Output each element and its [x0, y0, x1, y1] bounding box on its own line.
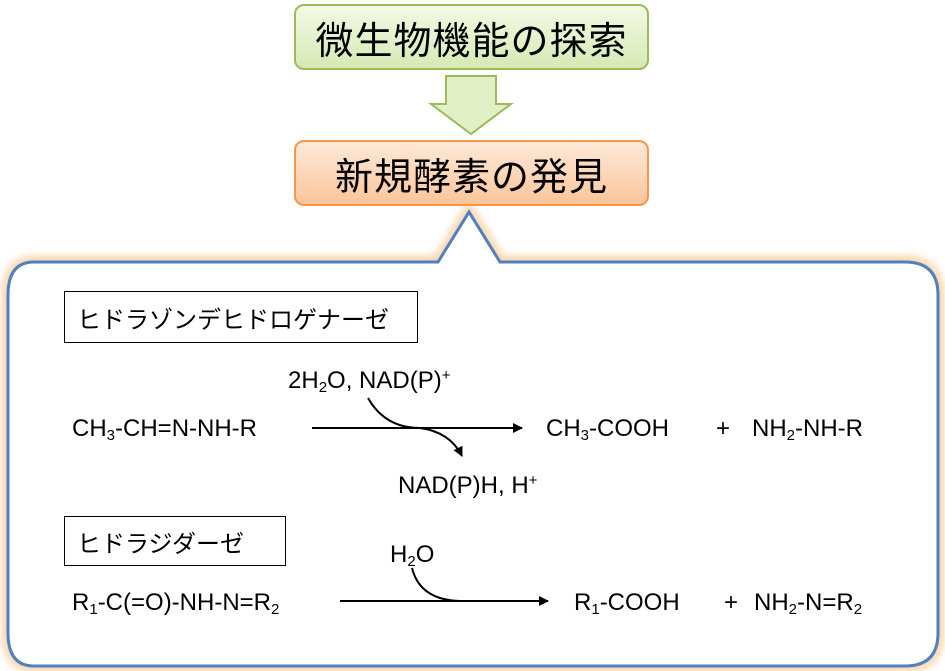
step-microbial-function-search: 微生物機能の探索 [294, 4, 649, 70]
enzyme2-product2: NH2-N=R2 [754, 589, 863, 618]
enzyme2-substrate: R1-C(=O)-NH-N=R2 [72, 589, 280, 618]
enzyme2-cofactor-in: H2O [390, 541, 435, 570]
enzyme2-plus: + [724, 589, 739, 616]
enzyme2-name: ヒドラジダーゼ [77, 529, 245, 558]
enzyme1-label-box: ヒドラゾンデヒドロゲナーゼ [64, 291, 418, 343]
down-arrow-icon [428, 75, 514, 136]
cofactor-curve-2 [411, 567, 461, 602]
enzyme1-cofactor-out: NAD(P)H, H+ [398, 472, 538, 499]
step-new-enzyme-discovery: 新規酵素の発見 [294, 140, 649, 206]
enzyme1-product2: NH2-NH-R [752, 415, 863, 444]
step2-label: 新規酵素の発見 [334, 154, 608, 199]
step1-label: 微生物機能の探索 [315, 18, 628, 63]
enzyme2-product1: R1-COOH [574, 589, 680, 618]
enzyme1-name: ヒドラゾンデヒドロゲナーゼ [77, 305, 389, 334]
cofactor-curve-1 [367, 397, 463, 457]
enzyme1-cofactor-in: 2H2O, NAD(P)+ [288, 367, 451, 396]
enzyme2-label-box: ヒドラジダーゼ [64, 516, 286, 566]
enzyme1-plus: + [716, 415, 731, 442]
enzyme1-product1: CH3-COOH [546, 415, 670, 444]
enzyme1-substrate: CH3-CH=N-NH-R [72, 415, 257, 444]
